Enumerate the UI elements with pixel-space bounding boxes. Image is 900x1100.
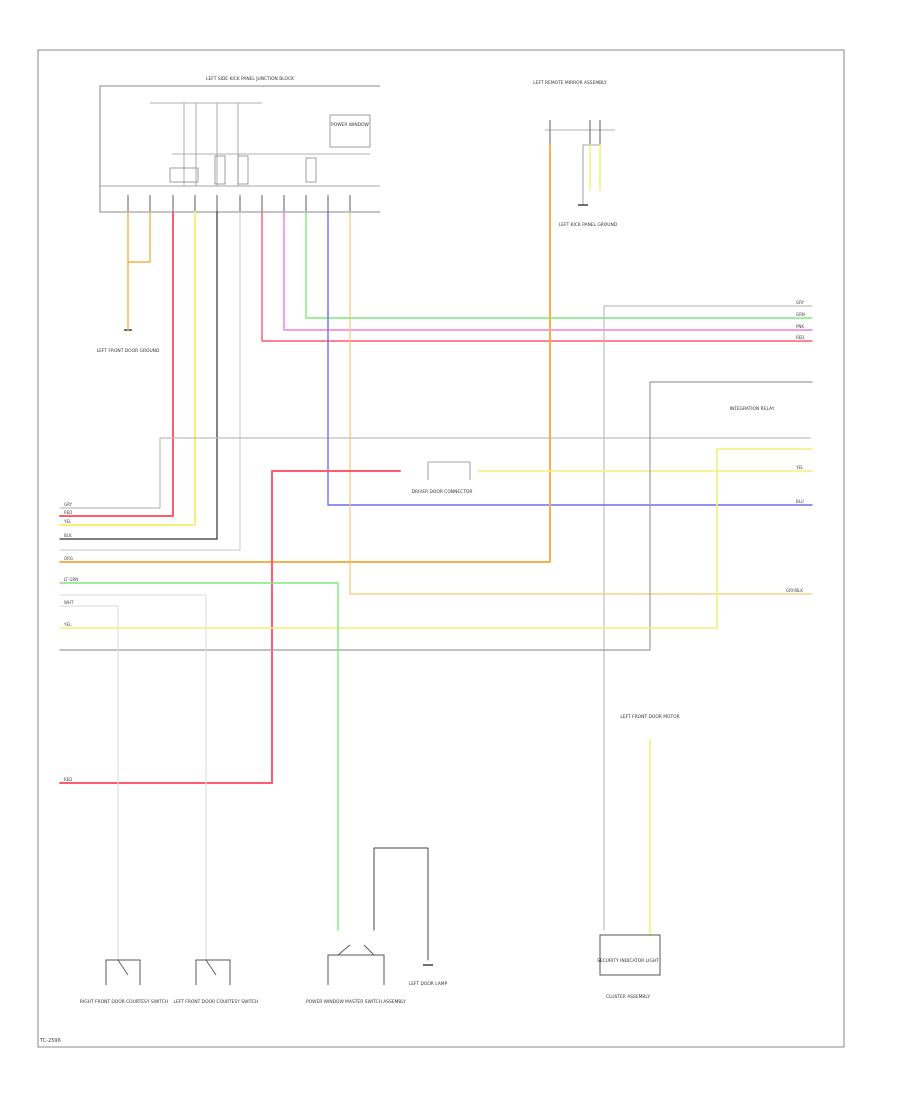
wire-gray-right-top: [603, 305, 813, 931]
wire-tag-red-right: RED: [796, 335, 804, 340]
wire-pink-right: [283, 211, 813, 331]
wire-tag-red-left: RED: [64, 510, 72, 515]
wire-green-right: [305, 211, 813, 319]
junction-relay-label: POWER WINDOW: [331, 122, 369, 128]
left-front-door-motor: LEFT FRONT DOOR MOTOR: [620, 714, 679, 720]
wire-black-left: [59, 211, 218, 540]
wire-tag-pnk-right: PNK: [796, 324, 804, 329]
right-front-door-switch-label: RIGHT FRONT DOOR COURTESY SWITCH: [80, 999, 168, 1005]
left-door-lamp-label: LEFT DOOR LAMP: [409, 981, 448, 987]
left-front-door-switch: LEFT FRONT DOOR COURTESY SWITCH: [174, 959, 259, 1005]
wire-red-left: [59, 211, 174, 517]
diagram-border: [37, 49, 845, 1048]
wire-white-b: [59, 605, 119, 961]
wire-tag-yel-628: YEL: [63, 622, 72, 627]
wire-tag-org-left: ORG: [64, 556, 73, 561]
wire-lightgreen: [59, 582, 339, 931]
wire-tag-gry-left: GRY: [64, 502, 73, 507]
wire-blue: [327, 211, 813, 506]
junction-block-title: LEFT SIDE KICK PANEL JUNCTION BLOCK: [206, 76, 294, 82]
mirror-ground: [578, 145, 588, 206]
driver-door-connector: DRIVER DOOR CONNECTOR: [412, 461, 473, 495]
wire-gray-438: [59, 437, 811, 509]
wire-harness: [59, 144, 813, 961]
left-door-lamp: LEFT DOOR LAMP: [409, 964, 448, 987]
wire-tags: GRY RED YEL BLK ORG LT GRN WHT YEL RED G…: [63, 300, 805, 782]
integration-relay: INTEGRATION RELAY: [730, 406, 775, 412]
wire-black-pws: [373, 847, 429, 961]
wire-yellow-449: [59, 448, 813, 629]
left-front-door-switch-label: LEFT FRONT DOOR COURTESY SWITCH: [174, 999, 259, 1005]
junction-block-outline: [99, 85, 380, 213]
wire-gray-382: [59, 381, 813, 651]
junction-block: POWER WINDOW LEFT SIDE KICK PANEL JUNCTI…: [99, 76, 380, 213]
wire-tag-gryblk-right: GRY/BLK: [786, 588, 803, 593]
integration-relay-label: INTEGRATION RELAY: [730, 406, 775, 412]
wire-tag-ltgrn-left: LT GRN: [64, 577, 78, 582]
wire-tag-yel-right: YEL: [795, 465, 804, 470]
power-window-master-switch: POWER WINDOW MASTER SWITCH ASSEMBLY: [306, 944, 406, 1005]
wire-orange-mirror: [59, 144, 551, 563]
driver-door-connector-label: DRIVER DOOR CONNECTOR: [412, 489, 473, 495]
wire-tag-blu-right: BLU: [796, 499, 804, 504]
power-window-master-switch-label: POWER WINDOW MASTER SWITCH ASSEMBLY: [306, 999, 406, 1005]
wire-jb-ground-b: [127, 211, 151, 263]
left-kick-panel-ground-label: LEFT KICK PANEL GROUND: [559, 222, 618, 228]
wire-red-long: [59, 470, 401, 784]
left-front-door-motor-label: LEFT FRONT DOOR MOTOR: [620, 714, 679, 720]
wire-tag-yel-left: YEL: [63, 519, 72, 524]
left-remote-mirror: LEFT REMOTE MIRROR ASSEMBLY LEFT KICK PA…: [533, 80, 618, 228]
wire-white-a: [59, 594, 207, 961]
left-front-door-ground-label: LEFT FRONT DOOR GROUND: [97, 348, 160, 354]
wire-yellow-left: [59, 211, 196, 526]
wire-tag-red-783: RED: [64, 777, 72, 782]
security-indicator-label: SECURITY INDICATOR LIGHT: [597, 958, 659, 964]
left-remote-mirror-label: LEFT REMOTE MIRROR ASSEMBLY: [533, 80, 607, 86]
page-code: TC-2596: [39, 1038, 61, 1044]
junction-relay: [329, 114, 371, 148]
wire-gray-left: [59, 211, 241, 551]
wire-tag-grn-right: GRN: [796, 312, 805, 317]
left-ground: LEFT FRONT DOOR GROUND: [97, 329, 160, 354]
wire-tan: [349, 211, 813, 595]
wire-tag-blk-left: BLK: [64, 533, 72, 538]
security-indicator: SECURITY INDICATOR LIGHT CLUSTER ASSEMBL…: [597, 934, 661, 1000]
wire-tag-wht-left: WHT: [64, 600, 74, 605]
wire-tag-gry-right: GRY: [796, 300, 805, 305]
wire-red-right: [261, 211, 813, 342]
right-front-door-switch: RIGHT FRONT DOOR COURTESY SWITCH: [80, 959, 168, 1005]
cluster-assembly-label: CLUSTER ASSEMBLY: [606, 994, 650, 1000]
